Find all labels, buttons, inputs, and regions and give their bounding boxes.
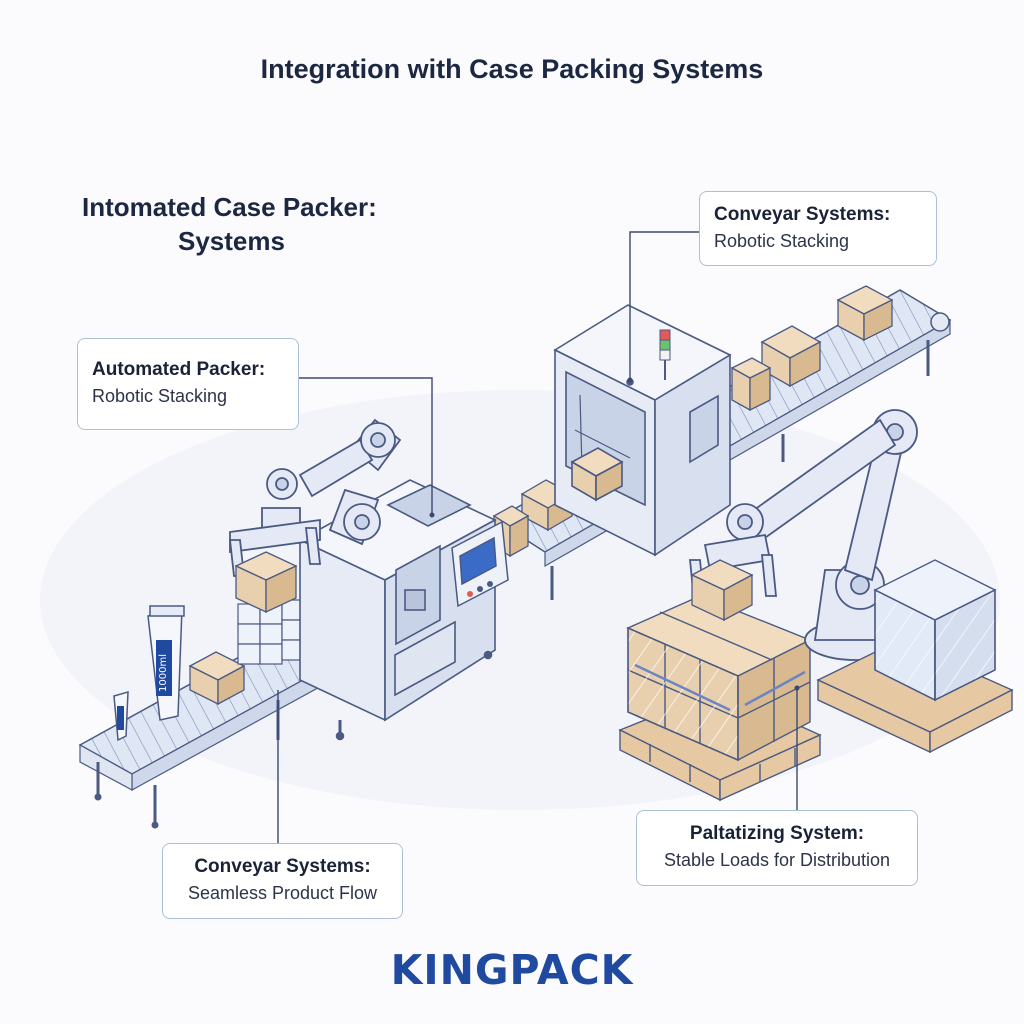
conveyor-front <box>78 639 327 829</box>
callout-subtitle: Robotic Stacking <box>92 386 228 406</box>
leader-dot <box>794 685 800 691</box>
callout-title: Paltatizing System: <box>689 823 865 844</box>
callout-conveyor-bottom: Conveyar Systems: Seamless Product Flow <box>162 843 403 919</box>
box-front-conveyor <box>188 651 246 706</box>
product-label: 1000ml <box>158 654 169 692</box>
callout-subtitle: Seamless Product Flow <box>187 883 378 903</box>
callout-title: Conveyar Systems: <box>194 856 371 877</box>
box-in-gripper <box>234 551 298 614</box>
case-packer-machine-rear <box>553 304 732 557</box>
control-panel-icon <box>451 520 509 608</box>
callout-automated-packer: Automated Packer: Robotic Stacking <box>77 338 299 430</box>
callout-title: Conveyar Systems: <box>714 204 891 225</box>
brand-logo: KINGPACK <box>390 946 634 994</box>
callout-subtitle: Robotic Stacking <box>714 231 850 251</box>
product-stack <box>237 599 305 665</box>
section-heading-line1: Intomated Case Packer: <box>82 192 377 222</box>
callout-conveyor-top: Conveyar Systems: Robotic Stacking <box>699 191 937 266</box>
leader-dot <box>429 512 435 518</box>
section-heading: Intomated Case Packer: Systems <box>82 190 412 258</box>
pallet-wrapped <box>816 559 1014 754</box>
robot-arm-left <box>228 418 402 577</box>
callout-leaders <box>277 231 798 843</box>
callout-title: Automated Packer: <box>92 359 266 380</box>
product-tube-icon <box>113 605 185 742</box>
page-title: Integration with Case Packing Systems <box>260 54 764 84</box>
section-heading-line2: Systems <box>178 226 285 256</box>
callout-subtitle: Stable Loads for Distribution <box>663 850 891 870</box>
box-in-right-gripper <box>690 559 754 622</box>
leader-dot <box>627 377 633 383</box>
callout-palletizing: Paltatizing System: Stable Loads for Dis… <box>636 810 918 886</box>
stacked-boxes <box>626 595 812 762</box>
